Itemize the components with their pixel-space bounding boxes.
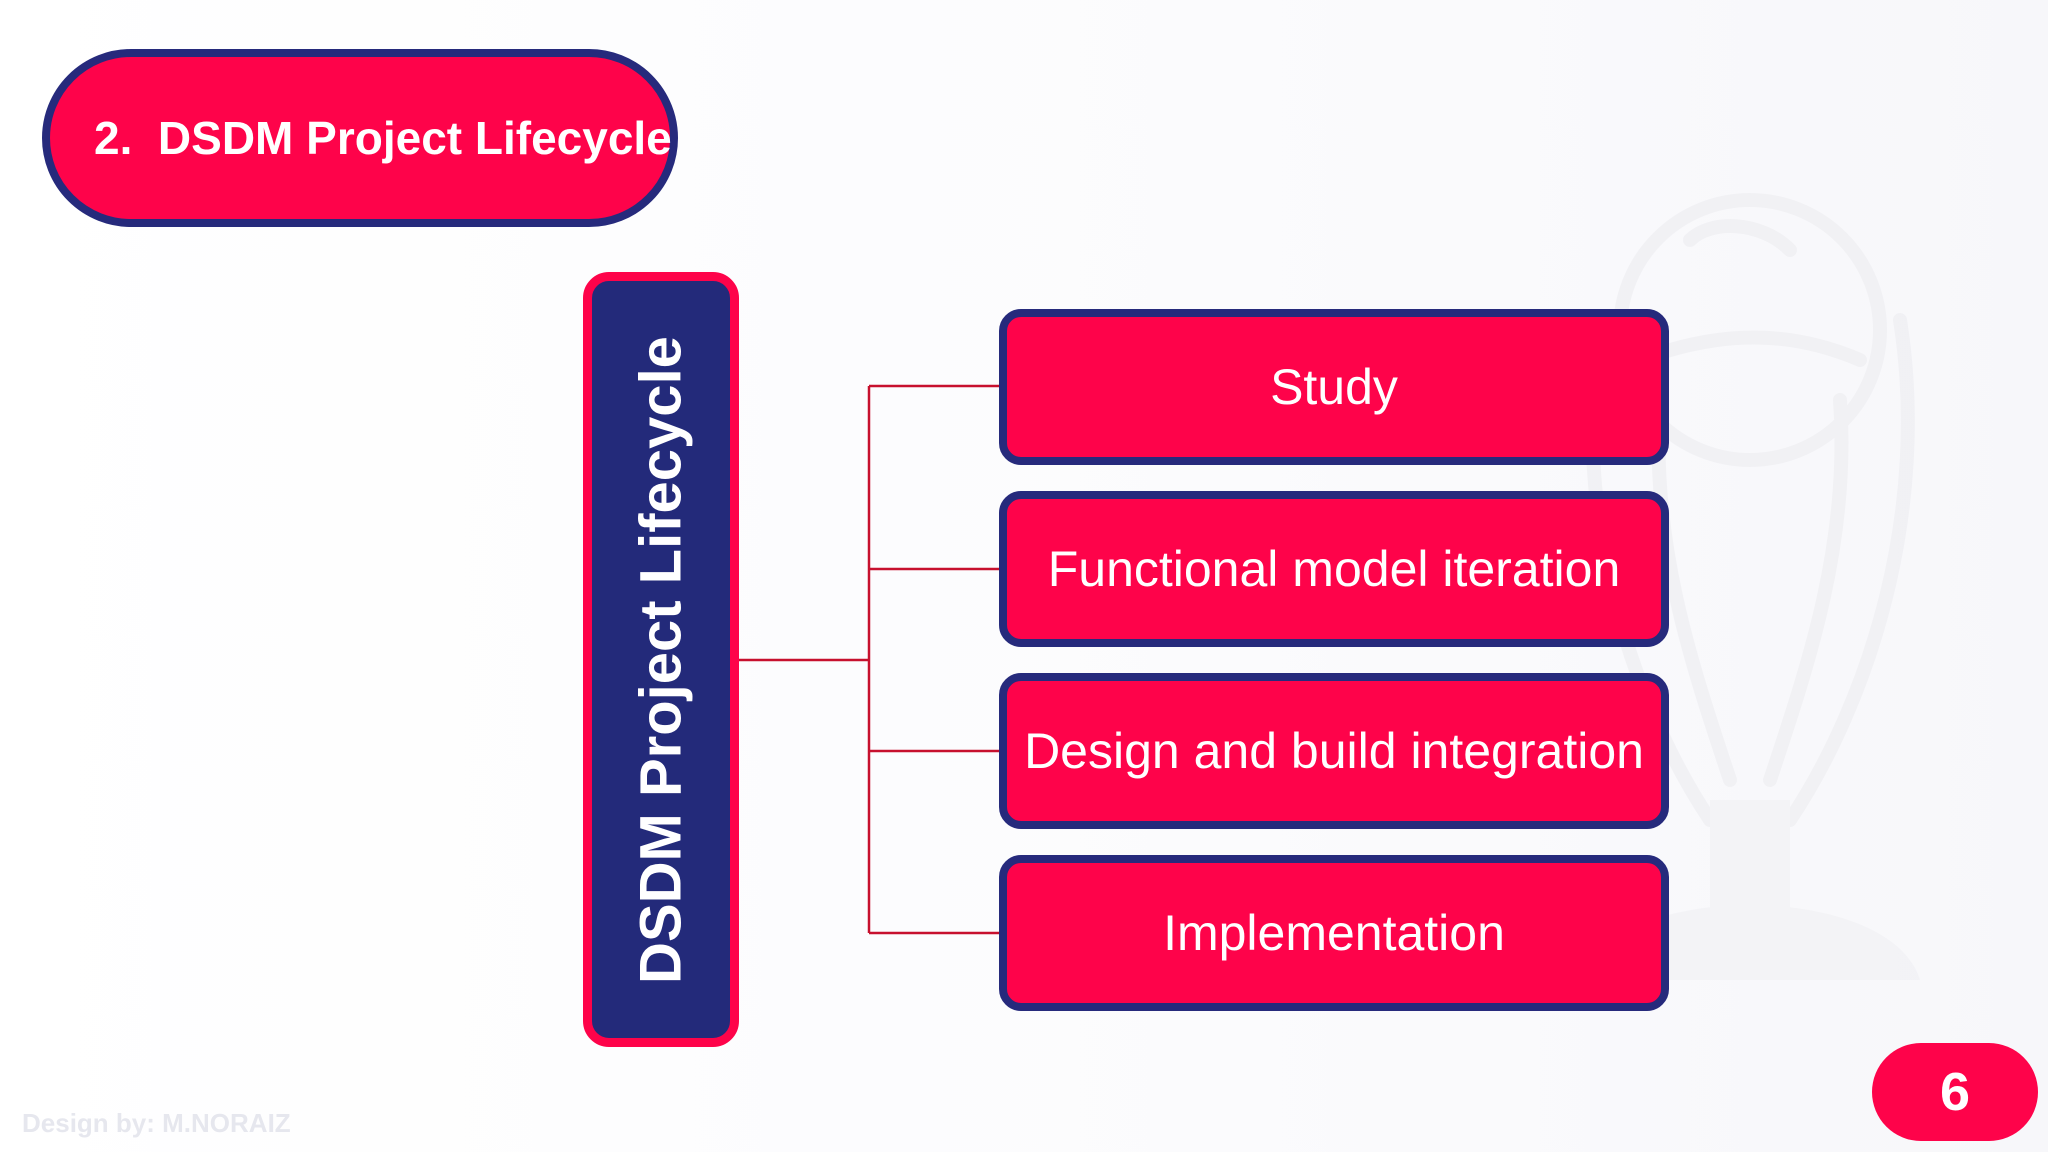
phase-box-study: Study xyxy=(999,309,1669,465)
phase-box-implementation: Implementation xyxy=(999,855,1669,1011)
design-credit: Design by: M.NORAIZ xyxy=(22,1108,291,1138)
phase-box-functional-model-iteration: Functional model iteration xyxy=(999,491,1669,647)
phase-label: Study xyxy=(1270,359,1398,415)
diagram-root-node: DSDM Project Lifecycle xyxy=(583,272,739,1047)
section-title-pill: 2. DSDM Project Lifecycle xyxy=(42,49,678,227)
phase-label: Functional model iteration xyxy=(1047,541,1621,597)
phase-label: Implementation xyxy=(1163,905,1505,961)
section-title: 2. DSDM Project Lifecycle xyxy=(94,112,672,164)
phase-label: Design and build integration xyxy=(1024,723,1644,779)
page-number-badge: 6 xyxy=(1872,1043,2038,1141)
phase-box-design-and-build-integration: Design and build integration xyxy=(999,673,1669,829)
page-number: 6 xyxy=(1939,1062,1971,1122)
